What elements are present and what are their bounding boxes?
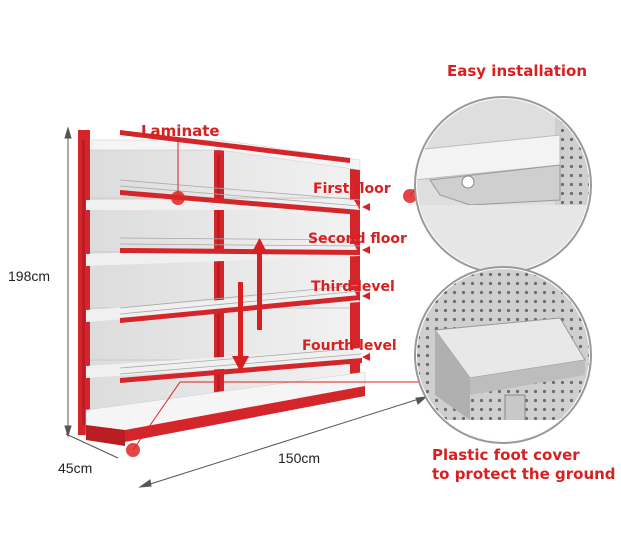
laminate-pointer <box>171 138 185 205</box>
depth-dimension-line <box>65 433 119 459</box>
fourth-level-label: Fourth level <box>302 338 397 354</box>
width-label: 150cm <box>278 450 321 466</box>
shelf-base <box>85 371 366 446</box>
height-dimension-line <box>64 126 72 438</box>
third-level-label: Third level <box>311 279 395 295</box>
height-label: 198cm <box>8 268 51 284</box>
first-floor-label: First floor <box>313 181 391 197</box>
width-dimension-line <box>138 396 428 488</box>
vertical-arrow <box>232 238 268 372</box>
foot-pointer <box>126 381 425 457</box>
installation-detail-photo <box>414 96 592 274</box>
laminate-label: Laminate <box>141 122 220 140</box>
foot-cover-detail-photo <box>414 266 592 444</box>
label-markers <box>362 203 370 361</box>
foot-cover-caption-line1: Plastic foot cover <box>432 446 580 464</box>
easy-installation-caption: Easy installation <box>447 62 588 80</box>
depth-label: 45cm <box>58 460 93 476</box>
foot-cover-caption-line2: to protect the ground <box>432 465 616 483</box>
shelf-2 <box>86 237 361 266</box>
second-floor-label: Second floor <box>308 231 407 247</box>
